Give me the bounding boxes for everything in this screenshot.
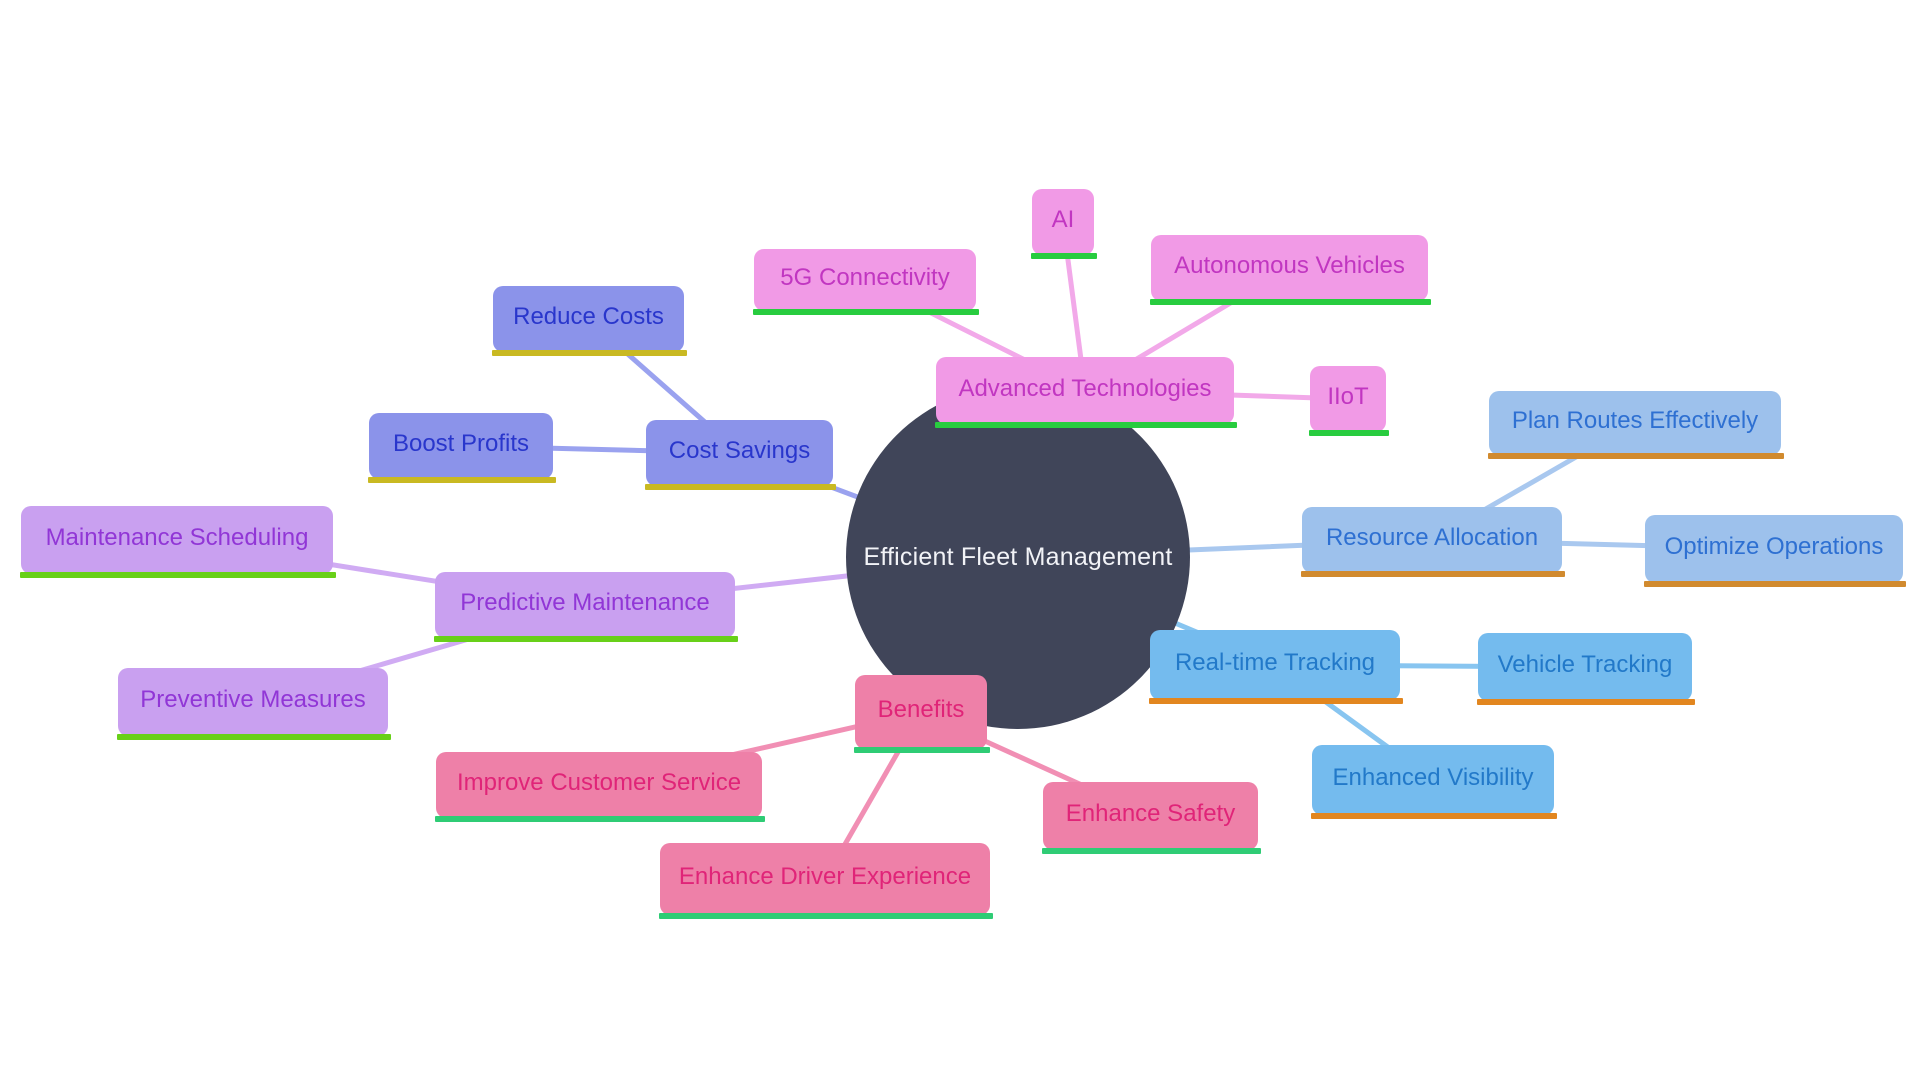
node-label: Boost Profits: [392, 430, 530, 457]
node-label: Advanced Technologies: [958, 374, 1212, 402]
node-enhanced-visibility[interactable]: Enhanced Visibility: [1311, 745, 1557, 819]
node-label: Vehicle Tracking: [1497, 651, 1673, 678]
node-iiot[interactable]: IIoT: [1309, 366, 1389, 436]
node-label: 5G Connectivity: [780, 264, 950, 291]
node-ai[interactable]: AI: [1031, 189, 1097, 259]
node-plan-routes-effectively[interactable]: Plan Routes Effectively: [1488, 391, 1784, 459]
node-underline: [1149, 698, 1403, 704]
node-underline: [753, 309, 979, 315]
node-underline: [492, 350, 687, 356]
node-underline: [368, 477, 556, 483]
node-underline: [854, 747, 990, 753]
center-node-label: Efficient Fleet Management: [863, 542, 1173, 571]
node-vehicle-tracking[interactable]: Vehicle Tracking: [1477, 633, 1695, 705]
node-benefits[interactable]: Benefits: [854, 675, 990, 753]
node-boost-profits[interactable]: Boost Profits: [368, 413, 556, 483]
node-underline: [1488, 453, 1784, 459]
node-label: Improve Customer Service: [456, 769, 742, 796]
node-enhance-driver-experience[interactable]: Enhance Driver Experience: [659, 843, 993, 919]
node-underline: [1477, 699, 1695, 705]
node-underline: [435, 816, 765, 822]
node-autonomous-vehicles[interactable]: Autonomous Vehicles: [1150, 235, 1431, 305]
node-improve-customer-service[interactable]: Improve Customer Service: [435, 752, 765, 822]
node-underline: [117, 734, 391, 740]
node-label: Plan Routes Effectively: [1511, 407, 1759, 434]
node-label: Real-time Tracking: [1174, 649, 1376, 676]
node-label: Optimize Operations: [1664, 533, 1884, 560]
node-label: Resource Allocation: [1325, 524, 1539, 551]
node-underline: [20, 572, 336, 578]
node-label: Enhance Driver Experience: [678, 863, 972, 890]
node-underline: [1644, 581, 1906, 587]
node-underline: [1042, 848, 1261, 854]
node-label: Cost Savings: [668, 437, 811, 464]
node-label: AI: [1051, 206, 1075, 233]
node-underline: [1301, 571, 1565, 577]
node-enhance-safety[interactable]: Enhance Safety: [1042, 782, 1261, 854]
node-underline: [1031, 253, 1097, 259]
node-cost-savings[interactable]: Cost Savings: [645, 420, 836, 490]
node-optimize-operations[interactable]: Optimize Operations: [1644, 515, 1906, 587]
node-label: Benefits: [877, 696, 965, 723]
node-label: Preventive Measures: [140, 686, 366, 713]
node-label: Enhanced Visibility: [1332, 764, 1534, 791]
node-advanced-technologies[interactable]: Advanced Technologies: [935, 357, 1237, 428]
node-label: Maintenance Scheduling: [45, 524, 309, 551]
node-label: Predictive Maintenance: [460, 589, 710, 616]
center-node[interactable]: Efficient Fleet Management: [846, 385, 1190, 729]
node-predictive-maintenance[interactable]: Predictive Maintenance: [434, 572, 738, 642]
node-underline: [1150, 299, 1431, 305]
node-label: Enhance Safety: [1065, 800, 1236, 827]
node-label: Autonomous Vehicles: [1174, 252, 1405, 279]
node-maintenance-scheduling[interactable]: Maintenance Scheduling: [20, 506, 336, 578]
node-resource-allocation[interactable]: Resource Allocation: [1301, 507, 1565, 577]
node-preventive-measures[interactable]: Preventive Measures: [117, 668, 391, 740]
node-reduce-costs[interactable]: Reduce Costs: [492, 286, 687, 356]
node-label: Reduce Costs: [513, 303, 664, 330]
node-5g-connectivity[interactable]: 5G Connectivity: [753, 249, 979, 315]
node-underline: [1311, 813, 1557, 819]
node-underline: [1309, 430, 1389, 436]
node-underline: [645, 484, 836, 490]
node-real-time-tracking[interactable]: Real-time Tracking: [1149, 630, 1403, 704]
node-label: IIoT: [1327, 383, 1369, 410]
node-underline: [434, 636, 738, 642]
node-underline: [935, 422, 1237, 428]
node-underline: [659, 913, 993, 919]
